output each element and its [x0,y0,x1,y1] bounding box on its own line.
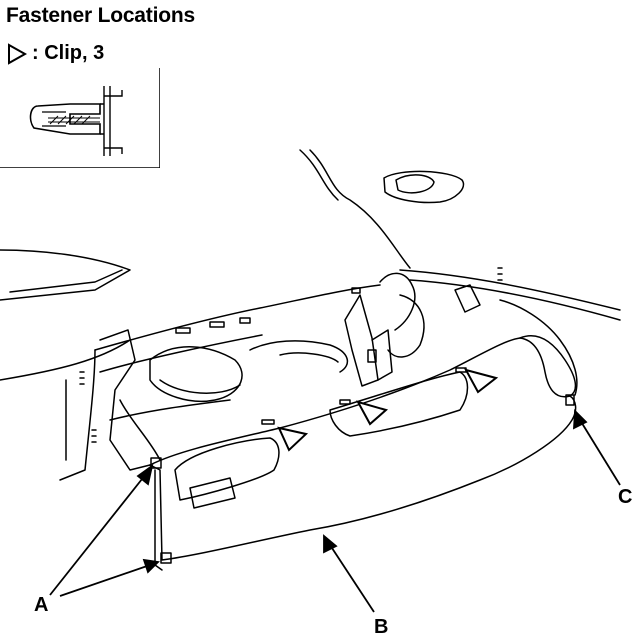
clip-detail-inset [0,68,160,168]
leader-lines [49,408,621,613]
clip-marker-2 [355,400,389,426]
callout-a: A [34,594,49,616]
clip-marker-1 [277,426,309,452]
clip-legend: : Clip, 3 [6,42,104,65]
clip-marker-3 [464,368,499,394]
triangle-outline-icon [8,42,28,65]
legend-label: : Clip, 3 [32,42,105,64]
callout-b: B [374,616,389,638]
callout-c: C [618,486,633,508]
clip-markers [277,368,499,452]
page-title: Fastener Locations [6,4,195,27]
